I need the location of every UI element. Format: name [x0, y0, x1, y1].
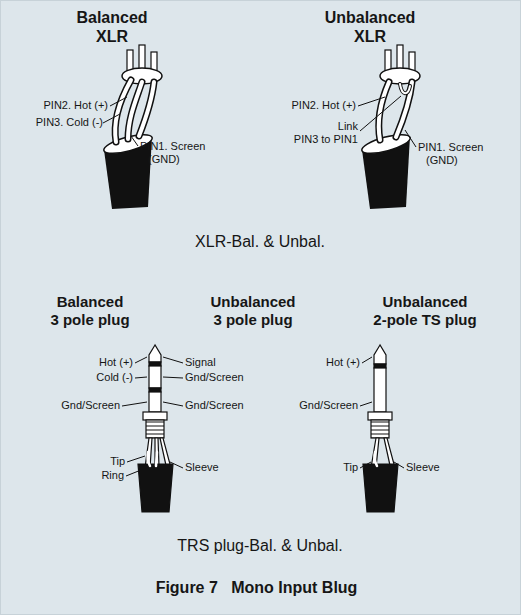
terminal-label: Cold (-)	[43, 371, 133, 384]
section-heading: TRS plug-Bal. & Unbal.	[110, 536, 410, 555]
terminal-label: Gnd/Screen	[20, 399, 120, 412]
connector-heading: Balanced XLR	[47, 8, 177, 46]
terminal-label: Hot (+)	[270, 356, 360, 369]
terminal-label: Signal	[185, 356, 275, 369]
terminal-label: Gnd/Screen	[185, 399, 285, 412]
terminal-label: Tip	[298, 461, 358, 474]
section-heading: XLR-Bal. & Unbal.	[130, 232, 390, 251]
terminal-label: Sleeve	[185, 461, 265, 474]
link-label: Link PIN3 to PIN1	[268, 120, 358, 146]
terminal-label: Gnd/Screen	[258, 399, 358, 412]
plug-heading: Unbalanced 2-pole TS plug	[345, 293, 505, 329]
figure-caption: Figure 7 Mono Input Blug	[0, 578, 517, 597]
pin-label: PIN3. Cold (-)	[3, 116, 103, 129]
pin-label: PIN2. Hot (+)	[256, 99, 356, 112]
connector-heading: Unbalanced XLR	[305, 8, 435, 46]
terminal-label: Gnd/Screen	[185, 371, 285, 384]
plug-heading: Unbalanced 3 pole plug	[183, 293, 323, 329]
pin-label: PIN2. Hot (+)	[8, 99, 108, 112]
terminal-label: Sleeve	[406, 461, 486, 474]
pin-label: PIN1. Screen (GND)	[140, 140, 230, 166]
terminal-label: Tip	[65, 455, 125, 468]
terminal-label: Hot (+)	[43, 356, 133, 369]
plug-heading: Balanced 3 pole plug	[20, 293, 160, 329]
terminal-label: Ring	[64, 469, 124, 482]
pin-label: PIN1. Screen (GND)	[418, 141, 508, 167]
